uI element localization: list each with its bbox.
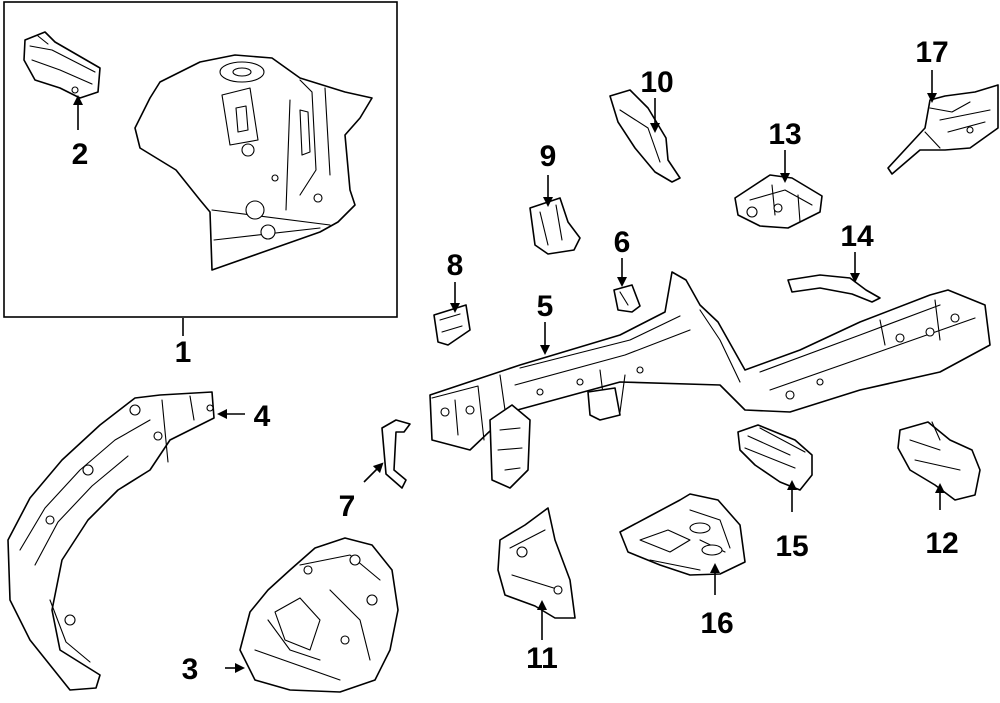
callout-9: 9 (540, 140, 557, 173)
callout-16: 16 (700, 607, 733, 640)
part-16-floor-panel[interactable] (619, 493, 746, 576)
callout-14: 14 (840, 220, 874, 253)
part-12-bracket[interactable] (897, 421, 981, 501)
callout-3: 3 (182, 653, 199, 686)
part-10-reinforcement[interactable] (609, 89, 681, 183)
callout-10: 10 (640, 66, 673, 99)
part-11-plate[interactable] (497, 507, 576, 619)
callout-12: 12 (925, 527, 958, 560)
callout-13: 13 (768, 118, 801, 151)
part-3-wheelhouse-outer[interactable] (239, 537, 399, 693)
callout-6: 6 (614, 226, 631, 259)
callout-labels: 1 2 3 4 5 6 7 8 9 10 11 12 13 14 15 16 1… (72, 36, 959, 686)
part-7-strap[interactable] (381, 419, 411, 489)
leader-lines (73, 70, 945, 673)
part-4-rail[interactable] (7, 391, 215, 691)
part-6-bracket[interactable] (613, 284, 641, 313)
callout-11: 11 (526, 642, 558, 675)
part-8-gusset[interactable] (433, 304, 471, 346)
part-15-bracket[interactable] (737, 424, 813, 491)
part-9-bracket[interactable] (529, 197, 581, 255)
part-1-wheelhouse[interactable] (134, 54, 373, 271)
frame-lower-bracket (489, 387, 621, 489)
callout-17: 17 (915, 36, 948, 69)
part-14-bar[interactable] (787, 274, 881, 303)
part-5-frame-rail[interactable] (429, 271, 991, 451)
callout-1: 1 (175, 336, 192, 369)
callout-7: 7 (339, 490, 356, 523)
part-13-bracket[interactable] (734, 174, 823, 229)
callout-15: 15 (775, 530, 808, 563)
part-17-bracket[interactable] (887, 84, 999, 175)
callout-5: 5 (537, 290, 554, 323)
callout-box (3, 1, 398, 318)
part-2-bracket[interactable] (23, 31, 101, 99)
callout-8: 8 (447, 249, 464, 282)
callout-2: 2 (72, 138, 89, 171)
callout-4: 4 (254, 400, 271, 433)
